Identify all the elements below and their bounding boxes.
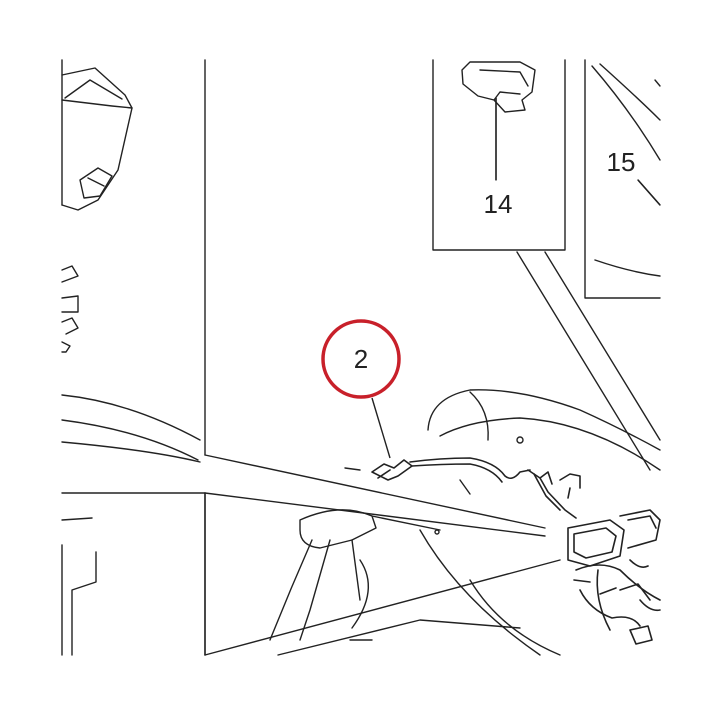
- relay-assembly: [567, 509, 661, 645]
- callout-14: 14: [484, 189, 513, 219]
- highlight-ring: [321, 319, 401, 399]
- lower-left-panel: [61, 492, 206, 656]
- detail-box-15: [584, 59, 661, 299]
- diagram-linework: [61, 59, 661, 656]
- wiring-harness-part-2: [371, 457, 581, 519]
- left-upper-panel: [61, 59, 206, 463]
- callout-2: 2: [354, 344, 368, 374]
- callout-15: 15: [607, 147, 636, 177]
- detail-box-14: [432, 59, 661, 471]
- leader-part-2: [371, 397, 391, 459]
- dashboard-outline: [269, 389, 661, 656]
- leader-part-15: [637, 179, 661, 206]
- zoom-lines: [204, 454, 561, 656]
